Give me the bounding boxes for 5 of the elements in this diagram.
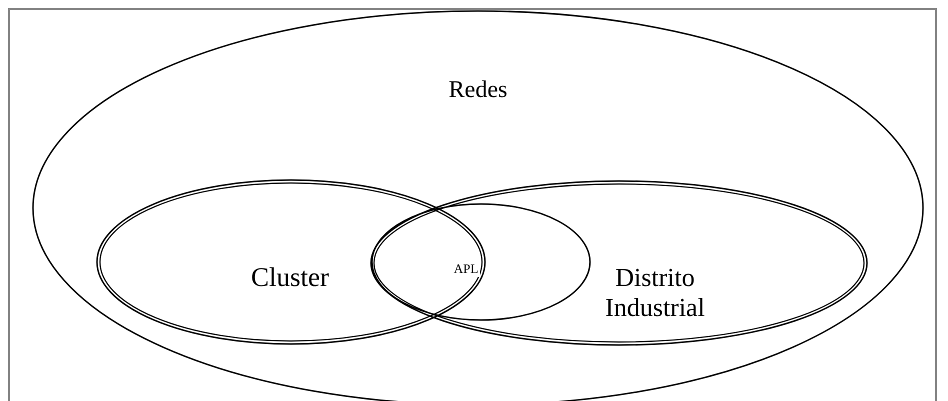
ellipse-region <box>371 203 591 321</box>
region-label: APL <box>452 262 480 277</box>
ellipse-region <box>96 179 486 345</box>
ellipse-region <box>32 10 924 401</box>
ellipse-region <box>370 180 868 346</box>
